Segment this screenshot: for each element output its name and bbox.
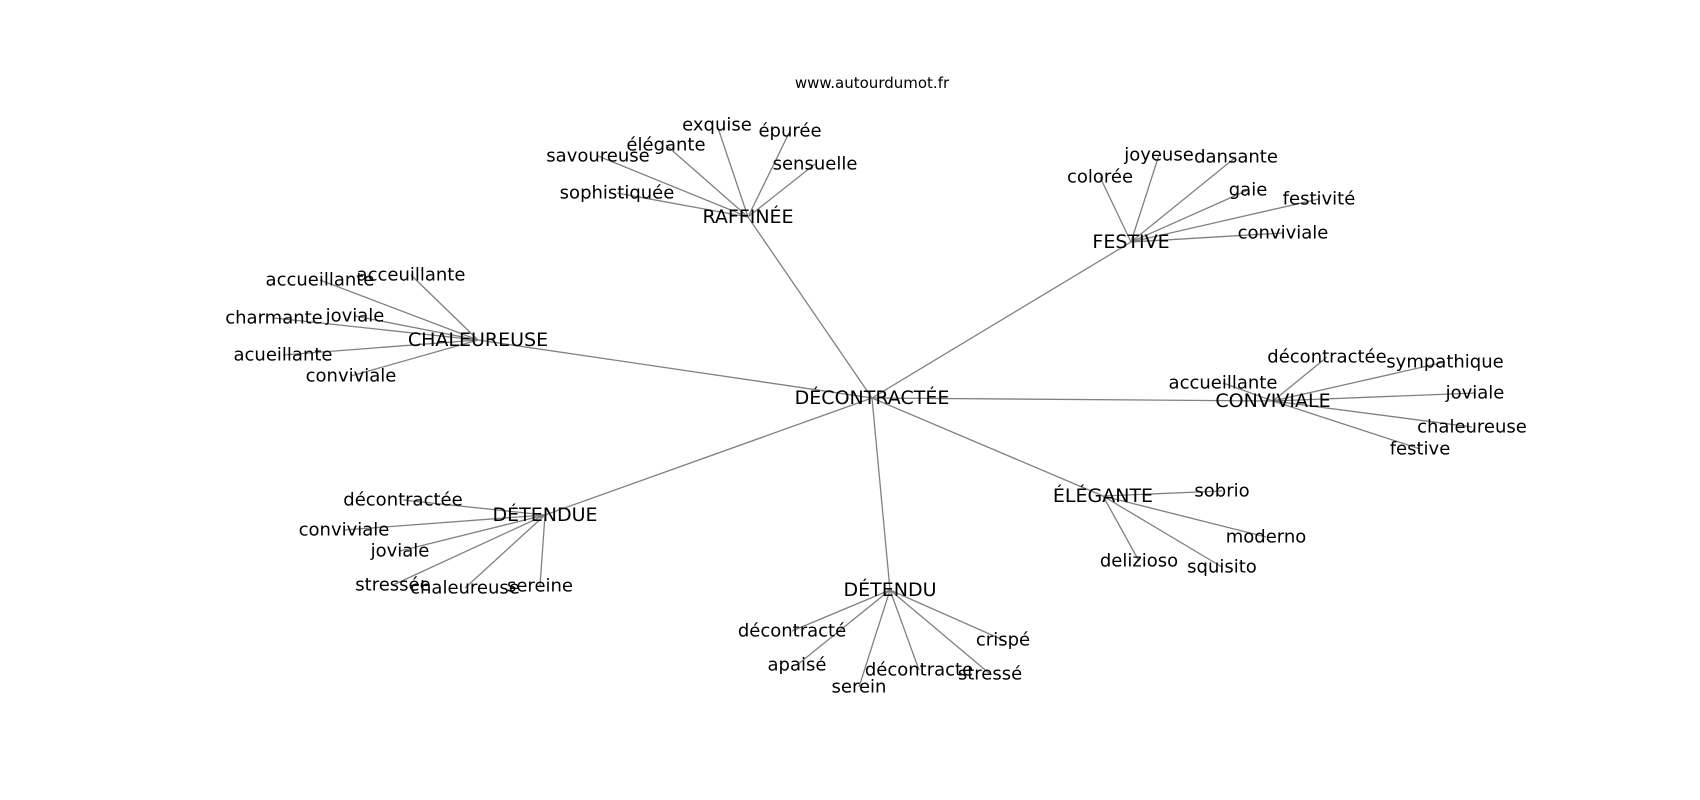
edge-hub-to-word [1130,189,1249,243]
hub-node-label: RAFFINÉE [702,205,793,228]
edge-hub-to-word [889,589,1004,641]
word-node-label: stressée [355,575,430,596]
word-node-label: épurée [758,121,821,142]
hub-node-label: ÉLÉGANTE [1053,484,1153,507]
word-node-label: moderno [1226,527,1307,548]
edge-hub-to-word [716,124,749,218]
word-node-label: festive [1390,439,1451,460]
word-node-label: décontractée [343,490,462,511]
edge-hub-to-word [889,589,991,675]
edge-hub-to-word [282,339,479,356]
word-node-label: stressé [958,664,1022,685]
edge-hub-to-word [343,514,546,531]
word-node-label: conviviale [299,520,390,541]
edge-hub-to-word [597,155,749,218]
hub-node-label: CHALEUREUSE [408,329,548,351]
edge-hub-to-word [1102,495,1140,562]
hub-node-label: DÉTENDU [844,578,937,601]
word-node-label: décontracte [865,660,973,681]
word-node-label: sophistiquée [560,183,675,204]
edge-center-to-hub [477,339,873,399]
word-node-label: décontractée [1267,347,1386,368]
word-node-label: élégante [626,135,705,156]
edge-hub-to-word [1130,156,1237,243]
edge-center-to-hub [871,397,1274,402]
word-node-label: gaie [1229,180,1268,201]
edge-center-to-hub [871,397,891,591]
word-node-label: apaisé [768,655,827,676]
edge-hub-to-word [1272,356,1328,402]
word-node-label: crispé [976,630,1030,651]
word-node-label: décontracté [738,621,846,642]
hub-node-label: CONVIVIALE [1215,390,1330,412]
hub-node-label: DÉTENDUE [492,503,597,526]
edge-hub-to-word [350,339,479,377]
edge-hub-to-word [1130,198,1320,243]
edge-hub-to-word [464,514,546,589]
word-node-label: conviviale [306,366,397,387]
edge-hub-to-word [402,499,546,516]
edge-hub-to-word [1102,495,1267,538]
word-node-label: joviale [370,541,430,562]
word-node-label: sensuelle [773,154,858,175]
word-node-label: chaleureuse [1417,417,1527,438]
edge-hub-to-word [791,589,891,632]
word-node-label: joyeuse [1123,145,1194,166]
word-node-label: colorée [1067,167,1133,188]
edge-hub-to-word [1102,495,1223,568]
edge-hub-to-word [1272,400,1473,428]
word-node-label: joviale [325,306,385,327]
hub-node-label: FESTIVE [1092,231,1169,253]
edge-hub-to-word [1222,382,1274,402]
edge-hub-to-word [1102,490,1223,497]
edge-center-to-hub [544,397,873,516]
word-node-label: charmante [225,308,323,329]
edge-hub-to-word [796,589,891,666]
edge-hub-to-word [858,589,891,688]
word-node-label: chaleureuse [410,578,520,599]
word-node-label: conviviale [1238,223,1329,244]
word-node-label: serein [832,677,887,698]
word-node-label: sereine [507,576,573,597]
word-node-label: squisito [1187,557,1257,578]
edge-hub-to-word [1272,361,1446,402]
word-node-label: accueillante [266,270,375,291]
graph-edges [273,124,1476,688]
edge-center-to-hub [871,241,1132,399]
word-node-label: dansante [1194,147,1278,168]
edge-hub-to-word [747,163,816,218]
graph-labels: www.autourdumot.fr DÉCONTRACTÉE RAFFINÉE e… [225,74,1527,698]
word-node-label: festivité [1283,189,1356,210]
edge-hub-to-word [889,589,920,671]
edge-center-to-hub [871,397,1104,497]
edge-hub-to-word [1099,176,1132,243]
center-node-label: DÉCONTRACTÉE [795,386,950,409]
edge-hub-to-word [747,130,791,218]
word-node-label: sympathique [1386,352,1503,373]
edge-hub-to-word [1130,232,1284,243]
word-node-label: joviale [1445,383,1505,404]
edge-hub-to-word [616,192,749,218]
word-node-label: acueillante [234,345,333,366]
edge-center-to-hub [747,216,873,399]
edge-hub-to-word [1272,392,1476,402]
edge-hub-to-word [319,279,479,341]
edge-hub-to-word [399,514,546,552]
source-credit: www.autourdumot.fr [795,74,950,92]
edge-hub-to-word [273,317,479,341]
edge-hub-to-word [410,274,479,341]
word-node-label: delizioso [1100,551,1178,572]
edge-hub-to-word [392,514,546,586]
word-node-label: exquise [682,115,752,136]
word-node-label: accueillante [1169,373,1278,394]
edge-hub-to-word [354,315,479,341]
edge-hub-to-word [665,144,749,218]
word-node-label: savoureuse [546,146,649,167]
edge-hub-to-word [1272,400,1421,450]
edge-hub-to-word [539,514,546,587]
word-node-label: sobrio [1194,481,1249,502]
word-node-label: acceuillante [357,265,466,286]
edge-hub-to-word [1130,154,1160,243]
